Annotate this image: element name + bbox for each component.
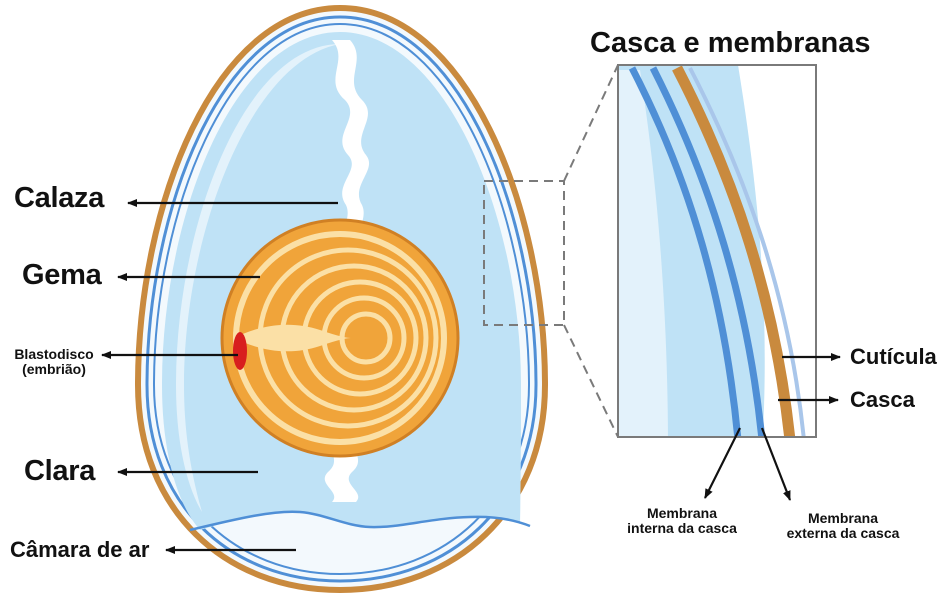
label-membrana-interna: Membrana interna da casca [612,506,752,535]
label-gema: Gema [22,260,101,290]
label-membrana-interna-line1: Membrana [612,506,752,521]
diagram-title: Casca e membranas [590,28,871,58]
label-cuticula: Cutícula [850,345,937,368]
label-blastodisco-line1: Blastodisco [7,347,101,362]
yolk [222,220,458,456]
label-calaza: Calaza [14,183,104,213]
label-casca: Casca [850,388,915,411]
membrana-externa-arrow [762,428,790,500]
label-membrana-externa-line1: Membrana [758,511,928,526]
label-blastodisco: Blastodisco (embrião) [7,347,101,376]
label-blastodisco-line2: (embrião) [7,362,101,377]
label-camara: Câmara de ar [10,538,149,561]
blastodisc [233,332,247,370]
label-membrana-externa: Membrana externa da casca [758,511,928,540]
label-clara: Clara [24,456,95,486]
label-membrana-externa-line2: externa da casca [758,526,928,541]
label-membrana-interna-line2: interna da casca [612,521,752,536]
zoom-panel [600,65,816,450]
membrana-interna-arrow [705,428,740,498]
